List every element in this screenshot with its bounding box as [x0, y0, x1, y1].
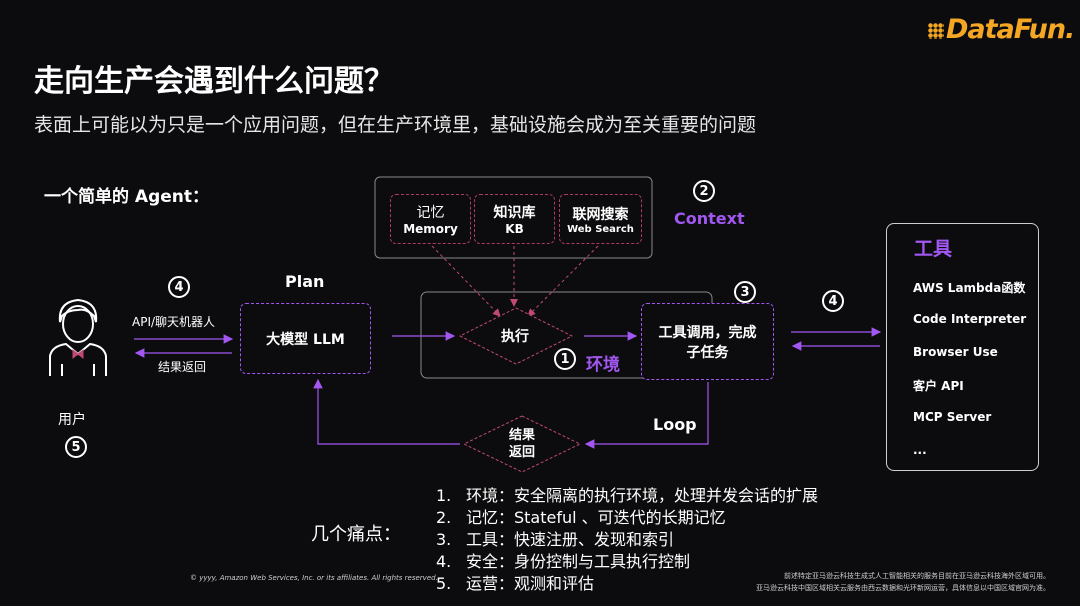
tools-item-mcp-server: MCP Server	[913, 410, 992, 424]
context-memory-box: 记忆 Memory	[390, 194, 471, 244]
result-diamond	[462, 415, 582, 473]
env-number-badge: 1	[554, 348, 576, 370]
exec-label: 执行	[501, 329, 529, 345]
tools-title: 工具	[914, 238, 953, 260]
copyright-note: © yyyy, Amazon Web Services, Inc. or its…	[190, 574, 438, 582]
slide-subtitle: 表面上可能以为只是一个应用问题，但在生产环境里，基础设施会成为至关重要的问题	[34, 114, 757, 136]
pain-item: 1.环境：安全隔离的执行环境，处理并发会话的扩展	[436, 486, 819, 505]
logo-dots-icon	[928, 22, 944, 39]
result-label: 结果 返回	[508, 428, 535, 460]
disclaimer-line-2: 亚马逊云科技中国区域相关云服务由西云数据和光环新网运营，具体信息以中国区域官网为…	[756, 584, 1050, 592]
context-number-badge: 2	[693, 180, 715, 202]
user-label: 用户	[58, 412, 86, 428]
pain-list: 1.环境：安全隔离的执行环境，处理并发会话的扩展 2.记忆：Stateful 、…	[436, 485, 818, 595]
tools-item-lambda: AWS Lambda函数	[913, 281, 1026, 295]
exec-diamond	[458, 307, 574, 365]
env-label: 环境	[586, 355, 620, 375]
agent-label: 一个简单的 Agent：	[44, 187, 210, 207]
pain-item: 3.工具：快速注册、发现和索引	[436, 530, 675, 549]
api-forward-label: API/聊天机器人	[132, 315, 216, 329]
tools-item-code-interpreter: Code Interpreter	[913, 312, 1027, 326]
user-number-badge: 5	[65, 436, 87, 458]
context-label: Context	[674, 209, 745, 228]
pain-item: 2.记忆：Stateful 、可迭代的长期记忆	[436, 508, 726, 527]
api-back-label: 结果返回	[158, 360, 207, 374]
pain-item: 4.安全：身份控制与工具执行控制	[436, 552, 691, 571]
disclaimer-line-1: 前述特定亚马逊云科技生成式人工智能相关的服务目前在亚马逊云科技海外区域可用。	[784, 572, 1050, 580]
loop-label: Loop	[653, 415, 697, 434]
context-websearch-box: 联网搜索 Web Search	[559, 194, 642, 244]
api-number-badge: 4	[168, 276, 190, 298]
tools-item-browser-use: Browser Use	[913, 345, 998, 359]
tools-item-more: ...	[913, 443, 927, 457]
datafun-logo: DataFun.	[928, 14, 1075, 45]
plan-label: Plan	[285, 272, 325, 291]
pain-label: 几个痛点：	[311, 524, 401, 545]
slide-title: 走向生产会遇到什么问题？	[34, 64, 394, 99]
toolcall-box: 工具调用，完成 子任务	[641, 303, 774, 380]
context-kb-box: 知识库 KB	[474, 194, 555, 244]
llm-box: 大模型 LLM	[240, 303, 371, 374]
toolcall-number-badge: 3	[734, 281, 756, 303]
tools-conn-number-badge: 4	[822, 290, 844, 312]
tools-box	[886, 223, 1039, 471]
tools-item-customer-api: 客户 API	[913, 379, 964, 393]
pain-item: 5.运营：观测和评估	[436, 574, 595, 593]
user-person-icon	[49, 298, 107, 376]
